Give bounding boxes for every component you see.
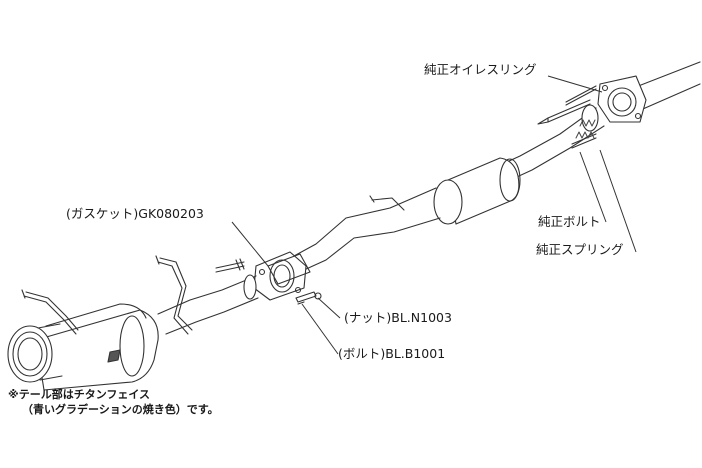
center-nut-bolt [295, 291, 322, 305]
leader-oil-ring [547, 75, 603, 93]
muffler [35, 303, 159, 391]
genuine-springs [575, 119, 596, 139]
center-bolt-top [215, 258, 245, 273]
hanger-mid [369, 195, 405, 211]
label-bolt: (ボルト)BL.B1001 [338, 346, 446, 361]
label-genuine-bolt: 純正ボルト [538, 214, 601, 229]
resonator [433, 157, 521, 225]
label-oil-ring: 純正オイレスリング [424, 62, 537, 77]
main-pipe-rear [157, 274, 259, 335]
hanger-muffler [21, 289, 79, 335]
tail-note-line-1: ※テール部はチタンフェイス [8, 388, 151, 401]
leader-gasket [231, 221, 269, 267]
main-pipe-middle [293, 187, 441, 271]
leader-bolt-center [301, 303, 339, 355]
label-genuine-spring: 純正スプリング [536, 242, 624, 257]
leader-lines [231, 75, 637, 355]
label-nut: (ナット)BL.N1003 [344, 310, 452, 325]
leader-nut [317, 297, 341, 319]
front-flange [597, 75, 647, 123]
tail-note-line-2: （青いグラデーションの焼き色）です。 [22, 402, 219, 416]
tail-note: ※テール部はチタンフェイス （青いグラデーションの焼き色）です。 [8, 388, 219, 418]
leader-spring [599, 149, 637, 253]
hanger-rear [155, 255, 193, 335]
tail-tip [7, 323, 63, 383]
leader-bolt [579, 151, 607, 223]
label-gasket: (ガスケット)GK080203 [66, 206, 204, 221]
